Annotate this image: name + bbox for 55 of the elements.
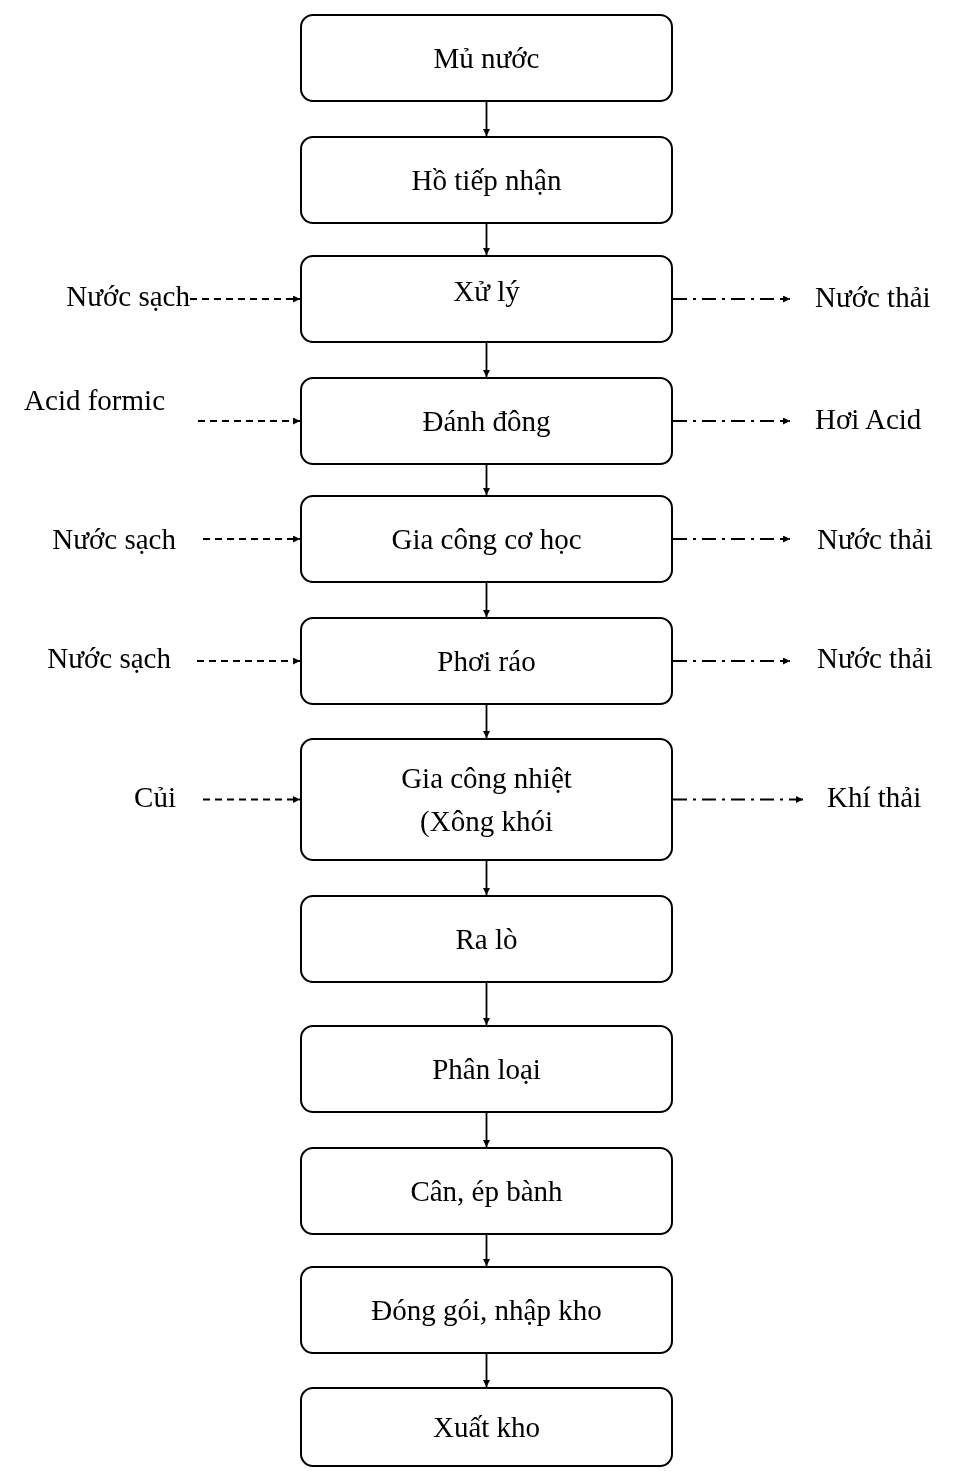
arrow — [483, 704, 490, 739]
arrow — [189, 295, 301, 303]
process-box — [300, 617, 673, 705]
arrow — [483, 1112, 490, 1148]
process-box — [300, 1387, 673, 1467]
process-box — [300, 1147, 673, 1235]
arrow — [483, 1234, 490, 1267]
arrow — [672, 417, 791, 425]
arrow — [202, 796, 301, 803]
output-label: Nước thải — [817, 522, 933, 556]
arrow — [483, 1353, 490, 1388]
arrow — [202, 535, 301, 543]
step-label: Phân loại — [432, 1052, 541, 1086]
process-box — [300, 377, 673, 465]
step-label: Gia công nhiệt (Xông khói — [400, 761, 573, 839]
arrow — [672, 796, 804, 803]
process-box — [300, 1266, 673, 1354]
arrow — [483, 464, 490, 496]
arrow — [483, 101, 490, 137]
input-label: Acid formic — [24, 383, 165, 417]
step-label: Hồ tiếp nhận — [411, 163, 562, 197]
arrow — [196, 657, 301, 665]
step-label: Ra lò — [455, 922, 518, 956]
step-label: Cân, ép bành — [410, 1174, 563, 1208]
step-label: Phơi ráo — [437, 644, 536, 678]
step-label: Xử lý — [453, 274, 520, 308]
arrow — [672, 657, 791, 665]
step-label: Xuất kho — [432, 1410, 541, 1444]
arrow — [483, 342, 490, 378]
input-label: Nước sạch — [66, 279, 190, 313]
process-box — [300, 895, 673, 983]
output-label: Hơi Acid — [815, 402, 922, 436]
process-box — [300, 255, 673, 343]
step-label: Đóng gói, nhập kho — [371, 1293, 602, 1327]
process-box — [300, 738, 673, 861]
process-box — [300, 136, 673, 224]
arrow — [483, 582, 490, 618]
arrow — [483, 860, 490, 896]
input-label: Củi — [134, 780, 176, 814]
output-label: Khí thải — [827, 780, 922, 814]
arrow — [197, 417, 301, 425]
process-box — [300, 1025, 673, 1113]
step-label: Mủ nước — [433, 41, 540, 75]
output-label: Nước thải — [815, 280, 931, 314]
arrow — [483, 982, 490, 1026]
input-label: Nước sạch — [47, 641, 171, 675]
input-label: Nước sạch — [52, 522, 176, 556]
process-box — [300, 495, 673, 583]
step-label: Đánh đông — [422, 404, 551, 438]
output-label: Nước thải — [817, 641, 933, 675]
arrow — [483, 223, 490, 256]
step-label: Gia công cơ học — [391, 522, 582, 556]
process-box — [300, 14, 673, 102]
arrow — [672, 295, 791, 303]
arrow — [672, 535, 791, 543]
